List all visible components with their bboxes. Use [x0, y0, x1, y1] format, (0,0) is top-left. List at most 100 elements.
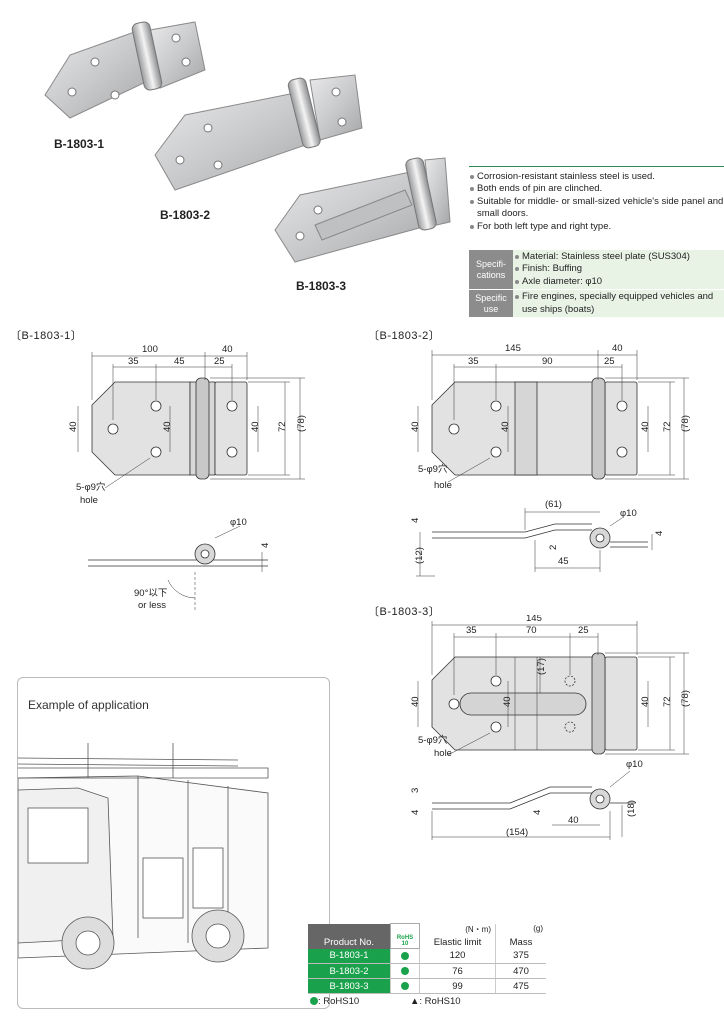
dim-label: 25 — [214, 356, 225, 367]
hole-label: 5-φ9穴 — [76, 481, 106, 493]
col-mass: (g) Mass — [495, 923, 546, 949]
spec-header-specifications: Specifi-cations — [469, 250, 513, 291]
spec-values: Material: Stainless steel plate (SUS304)… — [513, 250, 724, 291]
drawing-title-2: 〔B-1803-2〕 — [368, 330, 441, 342]
dim-label: 45 — [558, 556, 569, 567]
dim-label: φ10 — [230, 517, 247, 528]
drawing-b1803-3-labels: 145 35 70 25 (17) 40 40 40 72 (78) 5-φ9穴… — [410, 615, 691, 838]
cell-elastic: 99 — [419, 978, 496, 994]
hole-label-en: hole — [434, 748, 452, 759]
dim-label: (78) — [680, 415, 691, 432]
dim-label: 90 — [542, 356, 553, 367]
product-table: Product No. RoHS 10 (N・m) Elastic limit … — [308, 923, 546, 994]
col-product: Product No. — [308, 923, 391, 949]
drawing-b1803-1-labels: 100 40 35 45 25 40 40 40 72 (78) 5-φ9穴 h… — [68, 344, 307, 611]
feature-item: For both left type and right type. — [469, 221, 724, 233]
spec-material: Material: Stainless steel plate (SUS304) — [515, 251, 722, 263]
cell-mass: 475 — [495, 978, 546, 994]
dim-label: 100 — [142, 344, 158, 355]
legend-triangle: ▲: RoHS10 — [410, 996, 461, 1007]
table-row: B-1803-3 99 475 — [308, 978, 546, 994]
cell-product: B-1803-2 — [308, 963, 391, 979]
spec-use-values: Fire engines, specially equipped vehicle… — [513, 289, 724, 319]
dim-label: 40 — [250, 421, 261, 432]
dim-label: 25 — [604, 356, 615, 367]
hinge-photo-1 — [44, 21, 206, 119]
dim-label: 35 — [128, 356, 139, 367]
drawing-title-3: 〔B-1803-3〕 — [368, 606, 441, 618]
dim-label: 40 — [612, 343, 623, 354]
product-photos — [44, 21, 451, 263]
dim-label: 72 — [662, 696, 673, 707]
dim-label: (78) — [680, 690, 691, 707]
col-elastic-label: Elastic limit — [433, 936, 482, 948]
dim-label: 4 — [654, 531, 665, 536]
spec-use: Fire engines, specially equipped vehicle… — [515, 291, 722, 316]
dim-label: (17) — [536, 658, 547, 675]
hole-label-en: hole — [434, 480, 452, 491]
dim-label: 40 — [502, 696, 513, 707]
product-label-2: B-1803-2 — [160, 208, 211, 222]
rohs-circle-icon — [310, 997, 318, 1006]
dim-label: 40 — [222, 344, 233, 355]
cell-rohs — [390, 948, 420, 964]
application-example-title: Example of application — [28, 698, 149, 712]
hinge-photo-3 — [274, 157, 451, 263]
table-row: B-1803-2 76 470 — [308, 963, 546, 979]
drawing-b1803-3 — [417, 621, 689, 840]
dim-label: 40 — [162, 421, 173, 432]
spec-axle: Axle diameter: φ10 — [515, 276, 722, 288]
dim-label: 35 — [466, 625, 477, 636]
dim-label: 4 — [410, 810, 421, 815]
dim-label: 4 — [260, 543, 271, 548]
dim-label: (78) — [296, 415, 307, 432]
spec-finish: Finish: Buffing — [515, 263, 722, 275]
rohs-circle-icon — [401, 966, 409, 975]
dim-label: 45 — [174, 356, 185, 367]
dim-label: 145 — [526, 615, 542, 624]
feature-item: Both ends of pin are clinched. — [469, 183, 724, 195]
col-mass-unit: (g) — [533, 923, 543, 933]
dim-label: 3 — [410, 788, 421, 793]
dim-label: φ10 — [626, 759, 643, 770]
drawing-b1803-1 — [77, 352, 305, 610]
drawing-b1803-2-labels: 145 40 35 90 25 40 40 40 72 (78) 5-φ9穴 h… — [410, 343, 691, 567]
dim-label: 40 — [410, 696, 421, 707]
dim-label: 70 — [526, 625, 537, 636]
spec-table: Specifi-cations Material: Stainless stee… — [469, 250, 724, 319]
dim-label: φ10 — [620, 508, 637, 519]
dim-label: 40 — [68, 421, 79, 432]
dim-label: (18) — [626, 800, 637, 817]
hole-label: 5-φ9穴 — [418, 463, 448, 475]
drawing-b1803-2 — [416, 350, 689, 577]
dim-label: 72 — [662, 421, 673, 432]
dim-label: 40 — [640, 421, 651, 432]
hinge-photo-2 — [154, 74, 363, 191]
table-row: B-1803-1 120 375 — [308, 948, 546, 964]
cell-product: B-1803-3 — [308, 978, 391, 994]
spec-header-use: Specific use — [469, 289, 513, 319]
angle-label-en: or less — [138, 600, 166, 611]
product-label-3: B-1803-3 — [296, 279, 347, 293]
feature-item: Suitable for middle- or small-sized vehi… — [469, 196, 724, 221]
cell-mass: 470 — [495, 963, 546, 979]
dim-label: 2 — [548, 545, 559, 550]
rohs-circle-icon — [401, 951, 409, 960]
cell-mass: 375 — [495, 948, 546, 964]
cell-elastic: 76 — [419, 963, 496, 979]
feature-item: Corrosion-resistant stainless steel is u… — [469, 171, 724, 183]
cell-rohs — [390, 978, 420, 994]
dim-label: 40 — [500, 421, 511, 432]
hole-label-en: hole — [80, 495, 98, 506]
dim-label: 25 — [578, 625, 589, 636]
dim-label: 40 — [410, 421, 421, 432]
product-label-1: B-1803-1 — [54, 137, 105, 151]
dim-label: 35 — [468, 356, 479, 367]
feature-list: Corrosion-resistant stainless steel is u… — [469, 166, 724, 233]
dim-label: 40 — [640, 696, 651, 707]
dim-label: (61) — [545, 499, 562, 510]
col-rohs: RoHS 10 — [390, 923, 420, 949]
col-elastic: (N・m) Elastic limit — [419, 923, 496, 949]
col-mass-label: Mass — [509, 936, 533, 948]
application-example-panel: Example of application — [17, 677, 330, 1009]
